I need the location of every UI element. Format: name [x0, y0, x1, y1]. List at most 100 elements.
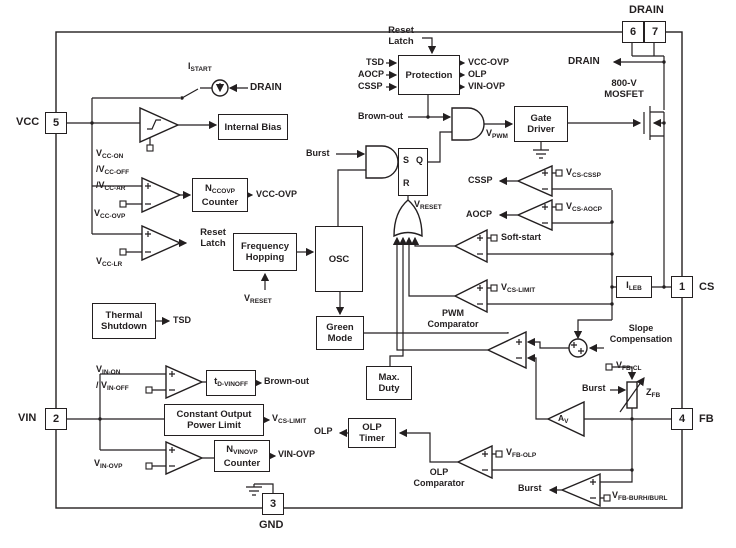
- pin-4: 4: [671, 408, 693, 430]
- zfb-label: ZFB: [646, 387, 661, 399]
- comparator-cssp: [516, 164, 553, 198]
- protection-block: Protection: [398, 55, 460, 95]
- pin-5: 5: [45, 112, 67, 134]
- vfb-cl-label: VFB-CL: [616, 360, 642, 372]
- av-label: AV: [558, 413, 569, 425]
- constant-output-power-limit-block: Constant Output Power Limit: [164, 404, 264, 436]
- and-gate-burst: [365, 145, 399, 179]
- slope-compensation-label: Slope Compensation: [609, 323, 673, 344]
- reset-latch-top-label: Reset Latch: [388, 25, 414, 47]
- cssp-output-label: CSSP: [468, 175, 493, 185]
- cs-pin-title: CS: [699, 281, 715, 293]
- outer-border: [55, 31, 683, 509]
- olp-timer-block: OLP Timer: [348, 418, 396, 448]
- current-source-istart: [211, 79, 229, 97]
- vfb-olp-label: VFB-OLP: [506, 447, 537, 459]
- pin-3: 3: [262, 493, 284, 515]
- sr-latch-block: S Q R: [398, 148, 428, 196]
- comparator-vcc-schmitt: [139, 106, 180, 144]
- mosfet-label: 800-V MOSFET: [604, 78, 644, 100]
- comparator-aocp: [516, 198, 553, 232]
- comparator-vin-ovp: [165, 440, 204, 476]
- amplifier-av: [546, 400, 585, 438]
- vreset-freq-label: VRESET: [244, 293, 272, 305]
- comparator-vcc-ovp: [141, 176, 182, 214]
- pwm-comparator-label: PWM Comparator: [427, 308, 479, 329]
- gate-driver-block: Gate Driver: [514, 106, 568, 142]
- pin-2: 2: [45, 408, 67, 430]
- vcc-ovp-output-label: VCC-OVP: [256, 189, 298, 199]
- reset-latch-text: Reset Latch: [200, 227, 226, 249]
- wires: [67, 43, 671, 499]
- vfb-burst-label: VFB-BURH/BURL: [612, 490, 668, 502]
- zfb-resistor: [626, 381, 638, 409]
- logic-gates: [365, 107, 485, 238]
- td-vinoff-block: tD-VINOFF: [206, 370, 256, 396]
- brown-out-bottom-label: Brown-out: [264, 376, 309, 386]
- drain-inner-label: DRAIN: [568, 56, 600, 67]
- vcs-cssp-label: VCS-CSSP: [566, 167, 601, 179]
- vcs-limit-output-label: VCS-LIMIT: [272, 413, 307, 425]
- summing-junction: [568, 338, 588, 358]
- vreset-latch-label: VRESET: [414, 199, 442, 211]
- reference-squares: [119, 144, 613, 502]
- vcs-limit-comp-label: VCS-LIMIT: [501, 282, 536, 294]
- comparator-soft-start: [453, 228, 488, 264]
- soft-start-label: Soft-start: [501, 232, 541, 242]
- vin-pin-title: VIN: [18, 412, 37, 424]
- nccovp-counter-block: NCCOVP Counter: [192, 178, 248, 212]
- green-mode-block: Green Mode: [316, 316, 364, 350]
- hysteresis-icon: [147, 119, 161, 130]
- vin-ovp-output-label: VIN-OVP: [278, 449, 316, 459]
- ileb-block: ILEB: [616, 276, 652, 298]
- protection-vin-ovp-label: VIN-OVP: [468, 81, 506, 91]
- burst-bottom-label: Burst: [518, 483, 542, 493]
- max-duty-block: Max. Duty: [366, 366, 412, 400]
- olp-comparator-label: OLP Comparator: [413, 467, 465, 488]
- frequency-hopping-block: Frequency Hopping: [233, 233, 297, 271]
- comparator-brown-out: [165, 364, 204, 400]
- internal-bias-block: Internal Bias: [218, 114, 288, 140]
- comparator-olp: [456, 444, 493, 480]
- and-gate-output: [451, 107, 485, 141]
- fb-pin-title: FB: [699, 413, 714, 425]
- pin-6: 6: [622, 21, 644, 43]
- burst-top-label: Burst: [306, 148, 330, 158]
- pin-1: 1: [671, 276, 693, 298]
- vcc-pin-title: VCC: [16, 116, 40, 128]
- comparator-signs: [145, 170, 596, 499]
- gnd-pin-title: GND: [259, 519, 284, 531]
- analog-symbols: [211, 79, 638, 409]
- vpwm-label: VPWM: [486, 128, 508, 140]
- tsd-input-label: TSD: [366, 57, 384, 67]
- pin-7: 7: [644, 21, 666, 43]
- vin-ovp-threshold-label: VIN-OVP: [94, 458, 123, 470]
- comparator-burst: [560, 472, 601, 508]
- aocp-output-label: AOCP: [466, 209, 493, 219]
- istart-label: ISTART: [188, 61, 212, 73]
- comparator-cs-limit: [453, 278, 488, 314]
- drain-pin-title: DRAIN: [629, 4, 664, 16]
- comparator-vcc-lr: [141, 224, 182, 262]
- olp-label: OLP: [314, 426, 333, 436]
- tsd-output-label: TSD: [173, 315, 191, 325]
- drain-startup-label: DRAIN: [250, 82, 282, 93]
- nvinovp-counter-block: NVINOVP Counter: [214, 440, 270, 472]
- burst-mid-label: Burst: [582, 383, 606, 393]
- aocp-input-label: AOCP: [358, 69, 385, 79]
- or-gate-reset: [393, 199, 423, 238]
- osc-block: OSC: [315, 226, 363, 292]
- thermal-shutdown-block: Thermal Shutdown: [92, 303, 156, 339]
- cssp-input-label: CSSP: [358, 81, 383, 91]
- protection-vcc-ovp-label: VCC-OVP: [468, 57, 510, 67]
- vin-threshold-labels: VIN-ON / VIN-OFF: [96, 364, 129, 392]
- comparator-pwm: [486, 330, 527, 370]
- comparators: [139, 106, 601, 508]
- junction-dots: [90, 60, 666, 472]
- protection-olp-label: OLP: [468, 69, 487, 79]
- vcs-aocp-label: VCS-AOCP: [566, 201, 602, 213]
- brown-out-top-label: Brown-out: [358, 111, 403, 121]
- vcc-threshold-labels: VCC-ON /VCC-OFF /VCC-AR: [96, 148, 130, 192]
